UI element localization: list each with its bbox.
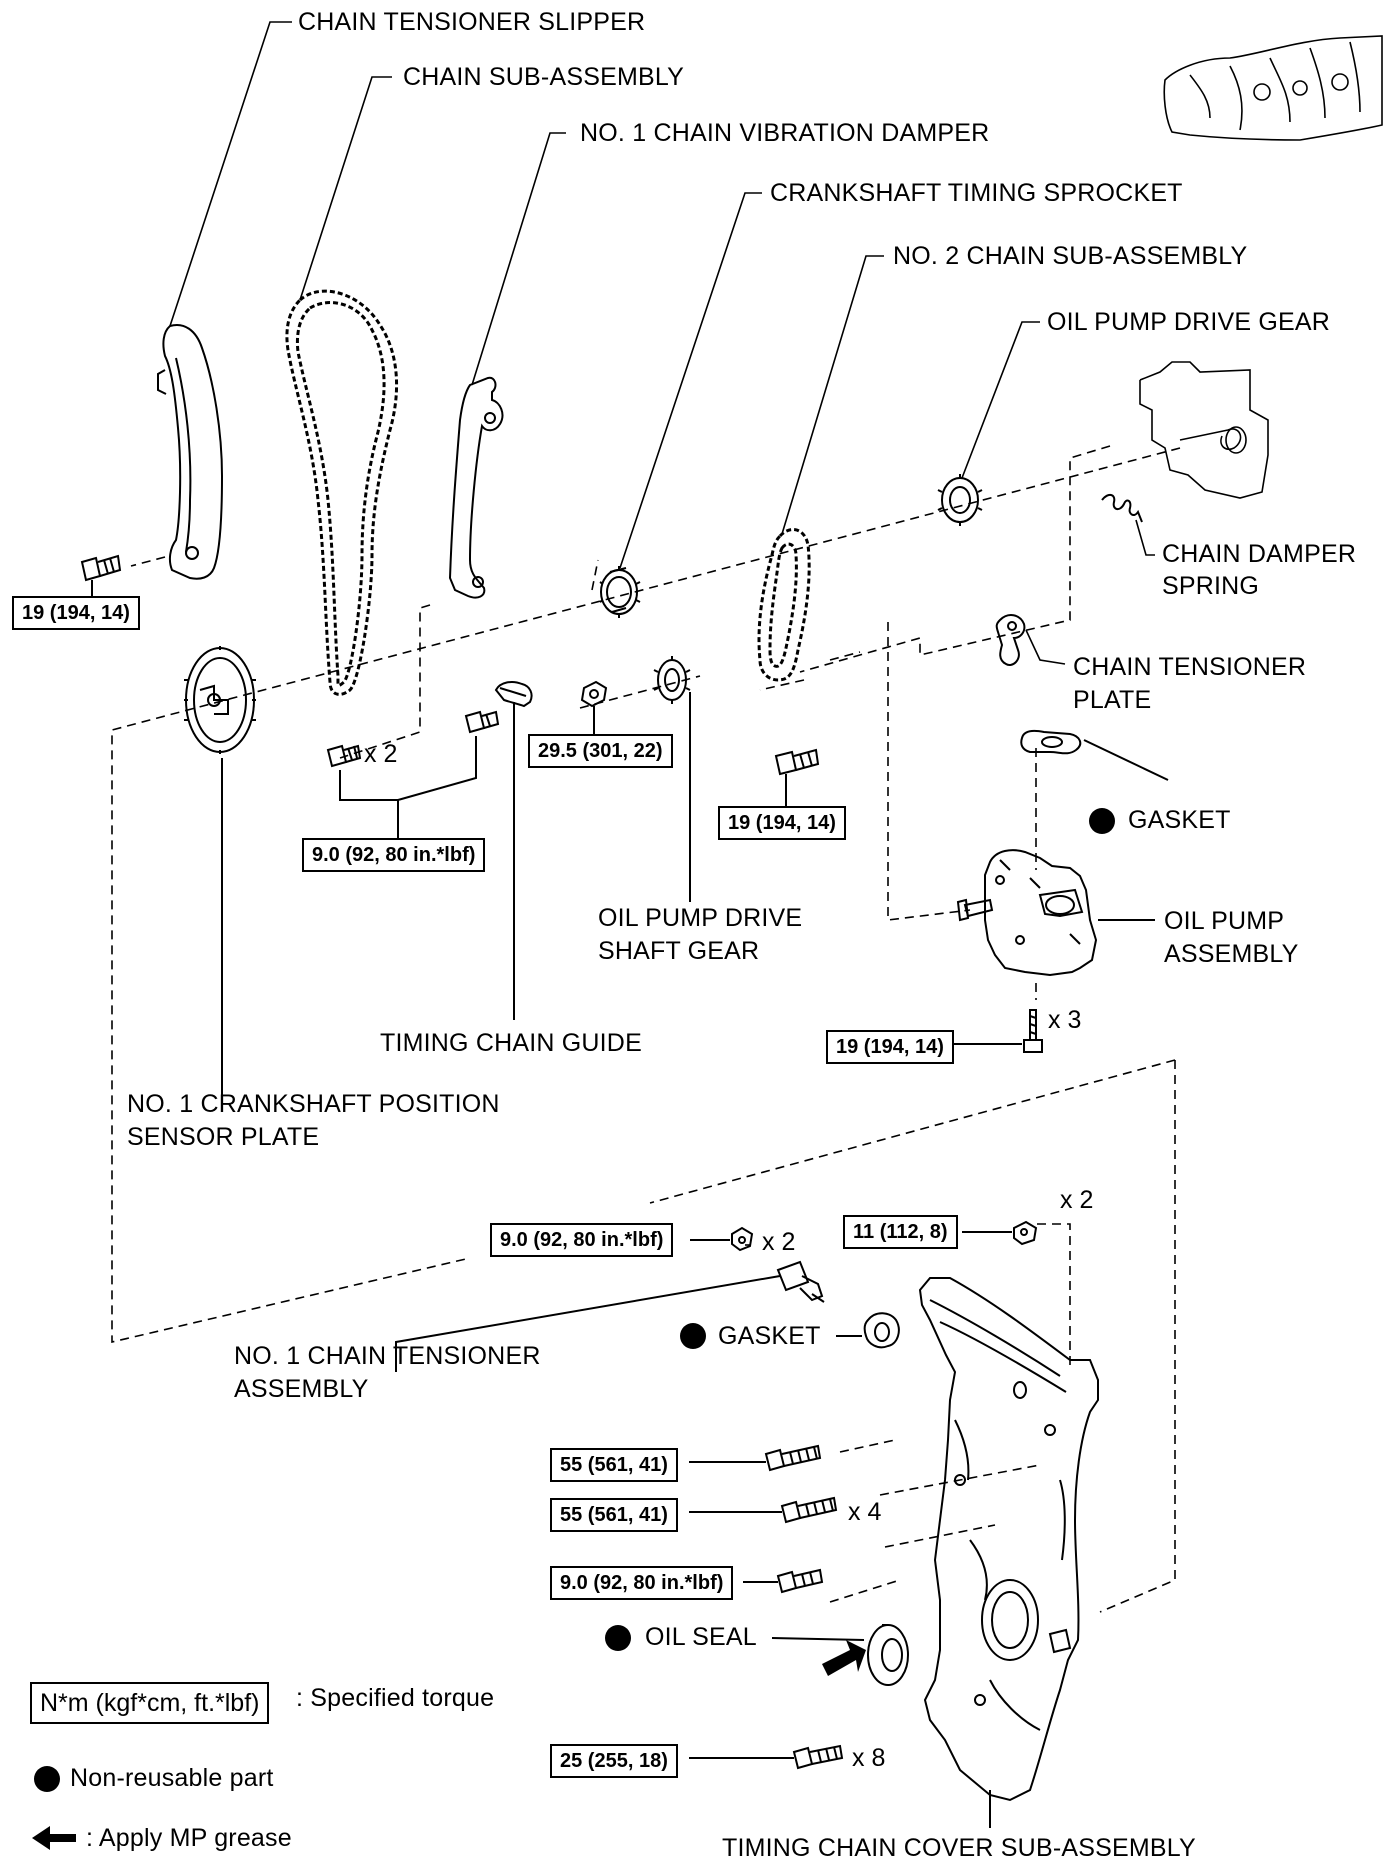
torque-slipper-bolt: 19 (194, 14) (12, 596, 140, 630)
label-no1-chain-tensioner-assembly-line2: ASSEMBLY (234, 1375, 369, 1403)
oil-pump-gasket (1020, 729, 1169, 781)
label-chain-damper-spring-line2: SPRING (1162, 572, 1260, 600)
label-chain-tensioner-plate-line2: PLATE (1073, 686, 1152, 714)
label-oil-pump-assembly-line2: ASSEMBLY (1164, 940, 1299, 968)
tensioner-gasket (836, 1312, 900, 1349)
label-oil-pump-drive-shaft-gear-line2: SHAFT GEAR (598, 937, 760, 965)
torque-cover-top-nuts: 11 (112, 8) (843, 1215, 958, 1249)
torque-cover-bolt-b: 55 (561, 41) (550, 1498, 678, 1532)
legend-grease-text: : Apply MP grease (86, 1824, 292, 1852)
torque-cover-bolt-c: 9.0 (92, 80 in.*lbf) (550, 1566, 734, 1600)
legend-torque-box: N*m (kgf*cm, ft.*lbf) (30, 1682, 270, 1724)
no2-chain-sub-assembly (757, 528, 811, 682)
crankshaft-timing-sprocket (599, 566, 641, 618)
oil-pump-drive-gear (937, 474, 983, 526)
label-crank-position-sensor-plate-line2: SENSOR PLATE (127, 1123, 320, 1151)
label-timing-chain-guide: TIMING CHAIN GUIDE (380, 1029, 642, 1057)
oil-pump-bolt (945, 1009, 1043, 1053)
label-no2-chain-sub-assembly: NO. 2 CHAIN SUB-ASSEMBLY (893, 242, 1248, 270)
cover-bolts (689, 1444, 844, 1770)
label-crank-position-sensor-plate-line1: NO. 1 CRANKSHAFT POSITION (127, 1090, 500, 1118)
torque-guide-bolts: 9.0 (92, 80 in.*lbf) (302, 838, 486, 872)
label-gasket-oil-pump: GASKET (1128, 806, 1231, 834)
label-oil-seal: OIL SEAL (645, 1623, 757, 1651)
chain-sub-assembly (285, 289, 398, 696)
non-reusable-dot-icon (1089, 808, 1115, 834)
torque-cover-bolt-d: 25 (255, 18) (550, 1744, 678, 1778)
chain-tensioner-plate (995, 614, 1026, 666)
label-chain-damper-spring-line1: CHAIN DAMPER (1162, 540, 1357, 568)
label-crankshaft-timing-sprocket: CRANKSHAFT TIMING SPROCKET (770, 179, 1183, 207)
label-timing-chain-cover: TIMING CHAIN COVER SUB-ASSEMBLY (722, 1834, 1196, 1862)
guide-bolts (326, 710, 500, 838)
label-chain-tensioner-slipper: CHAIN TENSIONER SLIPPER (298, 8, 646, 36)
torque-shaft-gear-nut: 29.5 (301, 22) (528, 734, 673, 768)
engine-block-outline (1163, 35, 1383, 141)
label-no1-chain-tensioner-assembly-line1: NO. 1 CHAIN TENSIONER (234, 1342, 541, 1370)
torque-oil-pump-bolts: 19 (194, 14) (826, 1030, 954, 1064)
cover-top-nut (962, 1220, 1038, 1246)
label-oil-pump-drive-shaft-gear-line1: OIL PUMP DRIVE (598, 904, 803, 932)
qty-oil-pump-bolts: x 3 (1048, 1006, 1082, 1034)
dashed-assembly-lines (111, 445, 1181, 1613)
shaft-gear-nut (580, 680, 608, 734)
tensioner-plate-bolt (774, 748, 820, 806)
slipper-bolt (80, 554, 122, 598)
qty-tensioner-nuts: x 2 (762, 1228, 796, 1256)
qty-guide-bolts: x 2 (364, 740, 398, 768)
legend-torque-desc: : Specified torque (296, 1684, 495, 1712)
timing-chain-cover (918, 1277, 1099, 1828)
legend-non-reusable-dot-icon (34, 1766, 60, 1792)
leader-lines (169, 21, 1155, 665)
non-reusable-dot-icon (605, 1625, 631, 1651)
grease-arrow-icon (822, 1640, 866, 1676)
legend-non-reusable-text: Non-reusable part (70, 1764, 274, 1792)
oil-seal (771, 1624, 909, 1686)
no1-chain-vibration-damper (448, 376, 504, 599)
qty-cover-bolt-d: x 8 (852, 1744, 886, 1772)
qty-cover-bolt-b: x 4 (848, 1498, 882, 1526)
label-chain-sub-assembly: CHAIN SUB-ASSEMBLY (403, 63, 684, 91)
oil-pump-assembly (956, 849, 1155, 977)
legend-grease-arrow-icon (32, 1826, 76, 1850)
label-oil-pump-drive-gear: OIL PUMP DRIVE GEAR (1047, 308, 1331, 336)
qty-cover-top-nuts: x 2 (1060, 1186, 1094, 1214)
timing-chain-guide (494, 681, 533, 1020)
label-chain-tensioner-plate-line1: CHAIN TENSIONER (1073, 653, 1307, 681)
tensioner-nut (690, 1226, 754, 1252)
torque-tensioner-plate-bolt: 19 (194, 14) (718, 806, 846, 840)
chain-tensioner-slipper (157, 324, 224, 580)
torque-tensioner-nuts: 9.0 (92, 80 in.*lbf) (490, 1223, 674, 1257)
label-gasket-tensioner: GASKET (718, 1322, 821, 1350)
engine-block-stub (1139, 361, 1269, 499)
label-no1-chain-vibration-damper: NO. 1 CHAIN VIBRATION DAMPER (580, 119, 990, 147)
no1-chain-tensioner-assembly (395, 1260, 825, 1372)
crank-position-sensor-plate (184, 646, 256, 1100)
torque-cover-bolt-a: 55 (561, 41) (550, 1448, 678, 1482)
chain-damper-spring (1101, 494, 1143, 523)
label-oil-pump-assembly-line1: OIL PUMP (1164, 907, 1285, 935)
oil-pump-drive-shaft-gear (653, 656, 691, 902)
non-reusable-dot-icon (680, 1323, 706, 1349)
